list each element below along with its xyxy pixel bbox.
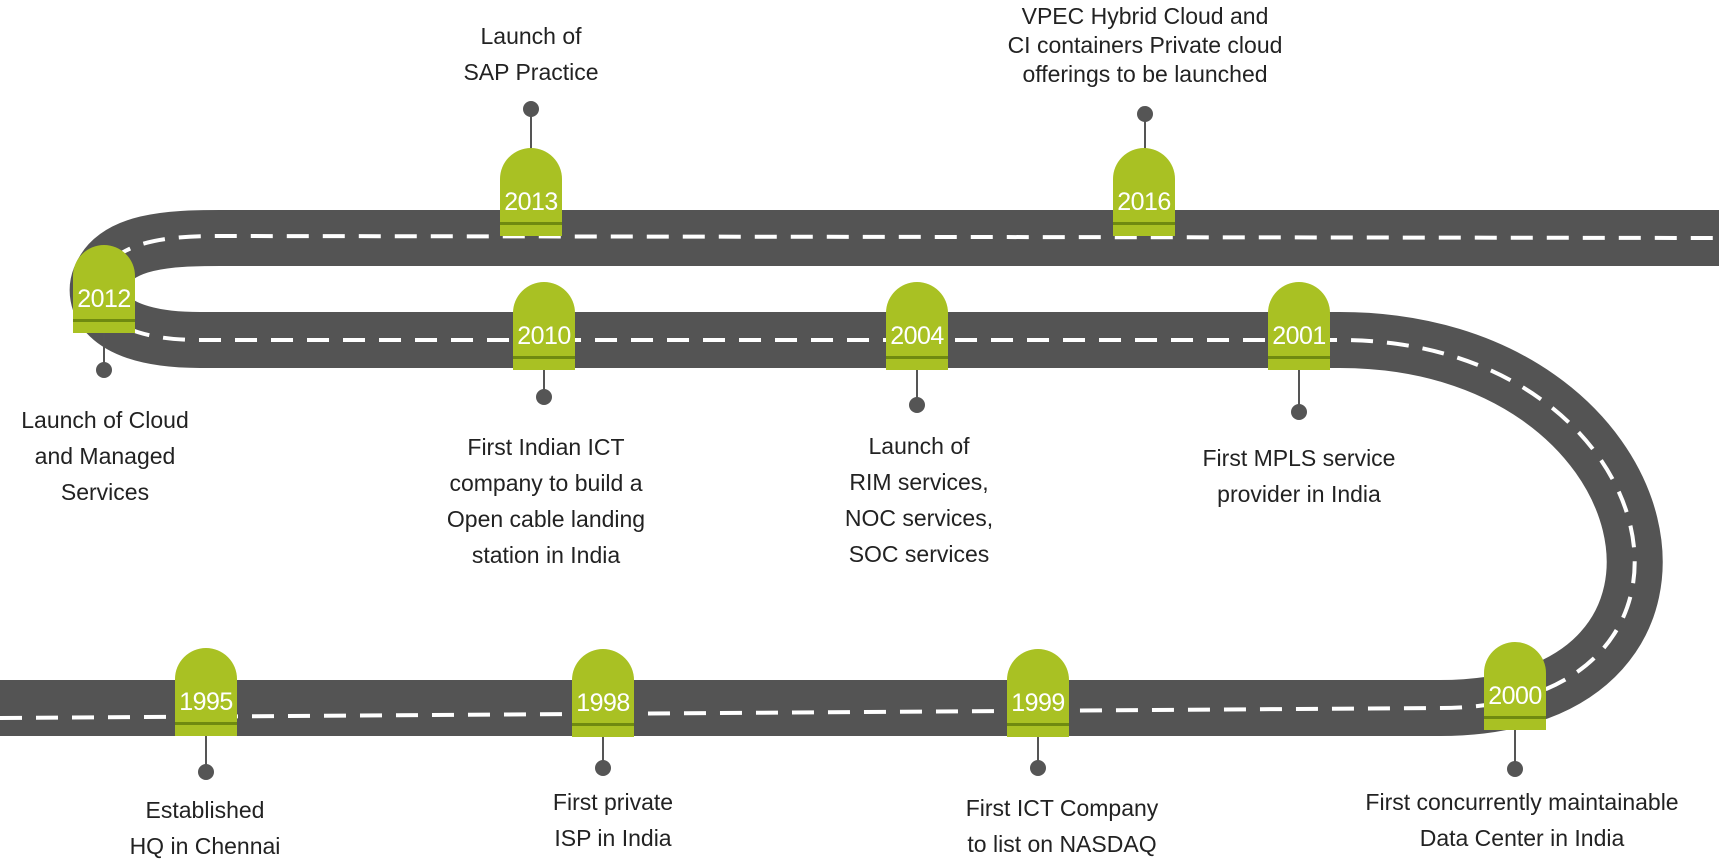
- caption-line: First Indian ICT: [467, 434, 625, 460]
- year-label: 1999: [1011, 689, 1065, 717]
- caption-line: station in India: [471, 542, 621, 568]
- marker-stem: [1298, 370, 1300, 410]
- year-label: 1998: [576, 689, 630, 717]
- caption-line: NOC services,: [844, 505, 994, 531]
- milestone-caption: First MPLS service provider in India: [1109, 440, 1489, 512]
- caption-line: HQ in Chennai: [129, 833, 281, 859]
- year-label: 2010: [517, 322, 571, 350]
- milestone-caption: VPEC Hybrid Cloud and CI containers Priv…: [955, 2, 1335, 89]
- marker-band: [1268, 356, 1330, 359]
- year-label: 2012: [77, 285, 131, 313]
- caption-line: and Managed: [34, 443, 176, 469]
- marker-dot: [96, 362, 112, 378]
- marker-shape: [1113, 148, 1175, 236]
- milestone-caption: First Indian ICT company to build a Open…: [356, 429, 736, 573]
- caption-line: Launch of Cloud: [21, 407, 189, 433]
- marker-band: [572, 723, 634, 726]
- marker-dot: [198, 764, 214, 780]
- caption-line: RIM services,: [849, 469, 989, 495]
- caption-line: ISP in India: [554, 825, 672, 851]
- milestone-caption: First concurrently maintainable Data Cen…: [1332, 784, 1712, 856]
- marker-band: [513, 356, 575, 359]
- marker-dot: [909, 397, 925, 413]
- marker-dot: [1291, 404, 1307, 420]
- year-label: 2004: [890, 322, 944, 350]
- marker-stem: [543, 370, 545, 395]
- caption-line: SAP Practice: [463, 59, 599, 85]
- marker-shape: [572, 649, 634, 737]
- marker-band: [500, 222, 562, 225]
- year-marker: 2013: [500, 148, 562, 236]
- marker-shape: [513, 282, 575, 370]
- year-label: 1995: [179, 688, 233, 716]
- marker-stem: [103, 333, 105, 371]
- milestone-caption: Established HQ in Chennai: [15, 792, 395, 864]
- year-label: 2013: [504, 188, 558, 216]
- marker-dot: [1507, 761, 1523, 777]
- marker-shape: [1484, 642, 1546, 730]
- caption-line: First MPLS service: [1202, 445, 1396, 471]
- marker-stem: [205, 736, 207, 770]
- year-label: 2001: [1272, 322, 1326, 350]
- milestone-caption: Launch of Cloud and Managed Services: [0, 402, 210, 510]
- year-marker: 2012: [73, 245, 135, 333]
- marker-band: [1007, 723, 1069, 726]
- year-marker: 2001: [1268, 282, 1330, 370]
- caption-line: Services: [60, 479, 150, 505]
- caption-line: Open cable landing: [446, 506, 646, 532]
- caption-line: Launch of: [868, 433, 970, 459]
- marker-dot: [536, 389, 552, 405]
- marker-band: [1113, 222, 1175, 225]
- marker-dot: [595, 760, 611, 776]
- marker-stem: [916, 370, 918, 403]
- year-marker: 2000: [1484, 642, 1546, 730]
- caption-line: First ICT Company: [965, 795, 1159, 821]
- marker-shape: [1007, 649, 1069, 737]
- caption-line: SOC services: [848, 541, 990, 567]
- marker-band: [1484, 716, 1546, 719]
- marker-stem: [530, 109, 532, 151]
- caption-line: provider in India: [1217, 481, 1381, 507]
- marker-band: [886, 356, 948, 359]
- year-marker: 1999: [1007, 649, 1069, 737]
- year-label: 2016: [1117, 188, 1171, 216]
- milestone-caption: Launch of RIM services, NOC services, SO…: [729, 428, 1109, 572]
- marker-shape: [1268, 282, 1330, 370]
- caption-line: CI containers Private cloud: [1007, 32, 1283, 58]
- year-marker: 1995: [175, 648, 237, 736]
- year-marker: 2016: [1113, 148, 1175, 236]
- year-marker: 2010: [513, 282, 575, 370]
- caption-line: First private: [552, 789, 674, 815]
- marker-shape: [175, 648, 237, 736]
- caption-line: Launch of: [480, 23, 582, 49]
- caption-line: VPEC Hybrid Cloud and: [1021, 3, 1269, 29]
- marker-shape: [886, 282, 948, 370]
- marker-dot: [1030, 760, 1046, 776]
- marker-stem: [1144, 114, 1146, 151]
- marker-shape: [500, 148, 562, 236]
- caption-line: company to build a: [449, 470, 643, 496]
- marker-stem: [1514, 730, 1516, 764]
- year-marker: 1998: [572, 649, 634, 737]
- caption-line: Data Center in India: [1419, 825, 1625, 851]
- marker-shape: [73, 245, 135, 333]
- year-marker: 2004: [886, 282, 948, 370]
- marker-stem: [602, 737, 604, 767]
- year-label: 2000: [1488, 682, 1542, 710]
- marker-stem: [1037, 737, 1039, 767]
- marker-band: [175, 722, 237, 725]
- milestone-caption: First private ISP in India: [423, 784, 803, 856]
- caption-line: Established: [145, 797, 265, 823]
- milestone-caption: Launch of SAP Practice: [341, 18, 721, 90]
- milestone-caption: First ICT Company to list on NASDAQ: [872, 790, 1252, 862]
- caption-line: to list on NASDAQ: [967, 831, 1157, 857]
- caption-line: offerings to be launched: [1022, 61, 1268, 87]
- marker-band: [73, 319, 135, 322]
- caption-line: First concurrently maintainable: [1365, 789, 1679, 815]
